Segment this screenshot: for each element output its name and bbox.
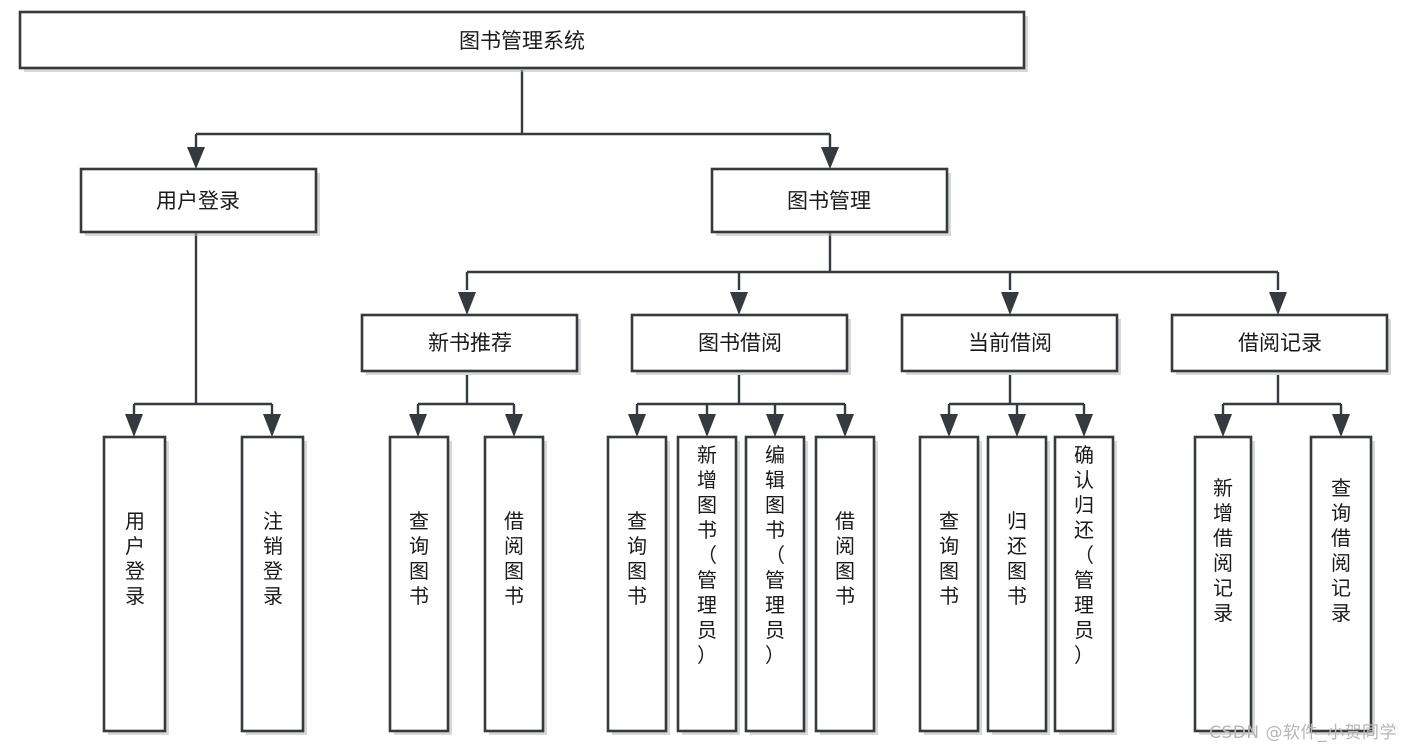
user-login-box[interactable]: [79, 167, 318, 234]
arrowhead-to-borrow-record: [1269, 292, 1287, 315]
leaf-newbook-query-book-label: 查询图书: [409, 509, 429, 608]
node-book-management[interactable]: 图书管理: [710, 167, 951, 236]
connector-currentborrow-bus: [947, 375, 1086, 419]
new-book-recommend-label: 新书推荐: [428, 331, 512, 355]
book-borrow-box[interactable]: [630, 313, 849, 373]
connector-layer: [125, 70, 1350, 437]
book-management-box[interactable]: [710, 167, 949, 234]
borrow-record-label: 借阅记录: [1238, 331, 1322, 355]
leaf-record-add[interactable]: 新增借阅记录: [1193, 435, 1255, 735]
current-borrow-box[interactable]: [900, 313, 1119, 373]
arrowhead-to-book-manage: [821, 147, 839, 169]
connector-borrowrecord-bus: [1221, 375, 1343, 419]
leaf-newbook-query-book-box[interactable]: [388, 435, 450, 733]
arrowhead-to-book-borrow: [730, 292, 748, 315]
leaf-user-login-label: 用户登录: [125, 509, 145, 608]
leaf-logout-label: 注销登录: [263, 509, 283, 608]
leaf-borrow-lend-book[interactable]: 借阅图书: [814, 435, 878, 735]
arrowhead-current-query: [940, 414, 958, 437]
leaf-borrow-add-book[interactable]: 新增图书（管理员）: [676, 435, 740, 735]
leaf-borrow-edit-book-label: 编辑图书（管理员）: [765, 443, 785, 667]
connector-userlogin-bus: [132, 232, 274, 419]
leaf-current-query-book[interactable]: 查询图书: [918, 435, 982, 735]
arrowhead-to-logout-leaf: [263, 414, 281, 437]
node-book-borrow[interactable]: 图书借阅: [630, 313, 851, 375]
arrowhead-borrow-query: [628, 414, 646, 437]
leaf-user-login-box[interactable]: [102, 435, 167, 733]
borrow-record-box[interactable]: [1170, 313, 1389, 373]
leaf-current-confirm-return[interactable]: 确认归还（管理员）: [1053, 435, 1117, 735]
connector-root-bus: [194, 70, 832, 152]
node-root-system[interactable]: 图书管理系统: [18, 10, 1028, 72]
node-user-login[interactable]: 用户登录: [79, 167, 320, 236]
book-management-label: 图书管理: [787, 189, 871, 213]
leaf-newbook-borrow-book-label: 借阅图书: [504, 509, 524, 608]
connector-bookborrow-bus: [635, 375, 847, 419]
leaf-record-add-label: 新增借阅记录: [1213, 476, 1233, 625]
leaf-record-query[interactable]: 查询借阅记录: [1309, 435, 1375, 735]
root-box[interactable]: [18, 10, 1026, 70]
leaf-current-query-book-box[interactable]: [918, 435, 980, 733]
node-new-book-recommend[interactable]: 新书推荐: [360, 313, 581, 375]
arrowhead-to-new-book: [458, 292, 476, 315]
arrowhead-borrow-edit: [766, 414, 784, 437]
connector-newbook-bus: [416, 375, 516, 419]
leaf-logout[interactable]: 注销登录: [240, 435, 307, 735]
leaf-current-return-book-label: 归还图书: [1007, 509, 1027, 608]
node-borrow-record[interactable]: 借阅记录: [1170, 313, 1391, 375]
leaf-record-query-label: 查询借阅记录: [1331, 476, 1351, 625]
leaf-user-login[interactable]: 用户登录: [102, 435, 169, 735]
leaf-newbook-borrow-book-box[interactable]: [483, 435, 545, 733]
arrowhead-borrow-add: [698, 414, 716, 437]
leaf-layer: 用户登录 注销登录 查询图书 借阅图书 查询图书: [102, 435, 1375, 735]
leaf-borrow-edit-book[interactable]: 编辑图书（管理员）: [744, 435, 808, 735]
book-borrow-label: 图书借阅: [698, 331, 782, 355]
user-login-label: 用户登录: [156, 189, 240, 213]
leaf-borrow-query-book[interactable]: 查询图书: [606, 435, 670, 735]
new-book-recommend-box[interactable]: [360, 313, 579, 373]
leaf-borrow-lend-book-box[interactable]: [814, 435, 876, 733]
leaf-borrow-add-book-box[interactable]: [676, 435, 738, 733]
arrowhead-current-return: [1008, 414, 1026, 437]
arrowhead-newbook-borrow: [505, 414, 523, 437]
arrowhead-record-add: [1214, 414, 1232, 437]
leaf-borrow-query-book-label: 查询图书: [627, 509, 647, 608]
node-current-borrow[interactable]: 当前借阅: [900, 313, 1121, 375]
arrowhead-to-current-borrow: [1001, 292, 1019, 315]
leaf-newbook-borrow-book[interactable]: 借阅图书: [483, 435, 547, 735]
arrowhead-newbook-query: [409, 414, 427, 437]
leaf-borrow-lend-book-label: 借阅图书: [835, 509, 855, 608]
arrowhead-current-confirm: [1075, 414, 1093, 437]
leaf-current-query-book-label: 查询图书: [939, 509, 959, 608]
arrowhead-record-query: [1332, 414, 1350, 437]
current-borrow-label: 当前借阅: [968, 331, 1052, 355]
connector-bookmanage-bus: [465, 232, 1280, 290]
leaf-borrow-add-book-label: 新增图书（管理员）: [697, 443, 717, 667]
arrowhead-to-user-login-leaf: [125, 414, 143, 437]
leaf-current-confirm-return-box[interactable]: [1053, 435, 1115, 733]
leaf-borrow-edit-book-box[interactable]: [744, 435, 806, 733]
root-label: 图书管理系统: [459, 29, 585, 53]
leaf-record-query-box[interactable]: [1309, 435, 1373, 733]
leaf-current-confirm-return-label: 确认归还（管理员）: [1074, 443, 1094, 667]
arrowhead-borrow-lend: [836, 414, 854, 437]
leaf-newbook-query-book[interactable]: 查询图书: [388, 435, 452, 735]
leaf-current-return-book-box[interactable]: [986, 435, 1048, 733]
leaf-logout-box[interactable]: [240, 435, 305, 733]
leaf-record-add-box[interactable]: [1193, 435, 1253, 733]
leaf-borrow-query-book-box[interactable]: [606, 435, 668, 733]
leaf-current-return-book[interactable]: 归还图书: [986, 435, 1050, 735]
arrowhead-to-user-login: [187, 147, 205, 169]
